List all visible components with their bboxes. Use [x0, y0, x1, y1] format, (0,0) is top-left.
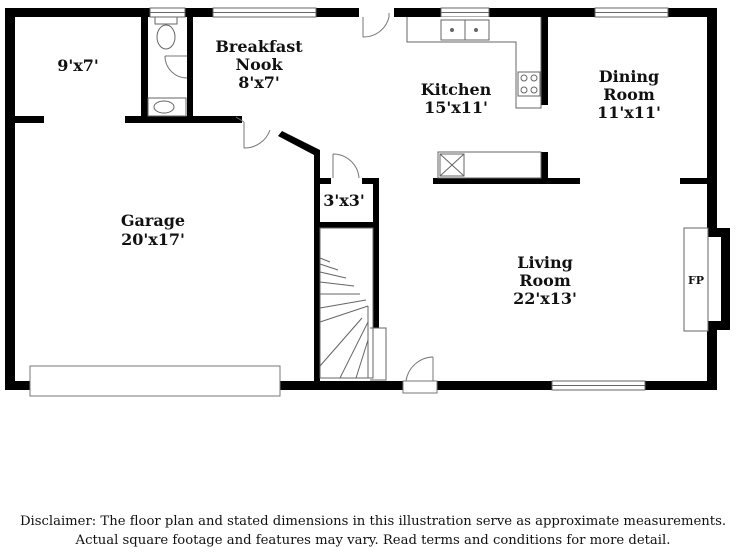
living-room-dims: 22'x13': [513, 289, 577, 308]
wall-garage-right: [314, 152, 320, 390]
garage-entry-door: [235, 116, 271, 149]
wall-peninsula: [433, 178, 580, 184]
breakfast-nook-name-2: Nook: [235, 55, 283, 74]
wall-bath-nook: [187, 8, 193, 116]
garage-dims: 20'x17': [121, 230, 185, 249]
wall-garage-top: [125, 116, 242, 123]
dining-room-dims: 11'x11': [597, 103, 661, 122]
rear-door: [362, 13, 390, 38]
closet-dims: 3'x3': [323, 191, 365, 210]
living-room-name-1: Living: [517, 253, 573, 272]
wall-closet-top-right: [362, 178, 379, 184]
wall-closet-top: [314, 178, 331, 184]
kitchen-name: Kitchen: [421, 80, 492, 99]
garage-name: Garage: [121, 211, 185, 230]
wall-9x7-bath: [141, 8, 148, 123]
front-door-gap: [403, 381, 437, 390]
left-wall: [5, 8, 15, 390]
interior-walls: [5, 8, 717, 390]
front-door: [402, 356, 438, 394]
room-9x7-dims: 9'x7': [57, 56, 99, 75]
disclaimer: Disclaimer: The floor plan and stated di…: [0, 512, 746, 550]
toilet: [154, 16, 178, 50]
windows: [149, 7, 669, 391]
bottom-wall-left: [5, 381, 30, 390]
right-wall-upper: [707, 8, 717, 232]
fireplace-bump-top: [707, 228, 729, 237]
dining-room-name-1: Dining: [599, 67, 659, 86]
stairs: [319, 227, 387, 381]
breakfast-nook-name-1: Breakfast: [215, 37, 303, 56]
peninsula-counter: [437, 151, 542, 179]
bath-sink: [147, 97, 187, 117]
wall-dining-living-stub: [680, 178, 717, 184]
closet-door: [332, 153, 360, 179]
wall-9x7-left-stub: [5, 116, 44, 123]
fireplace-hearth: [683, 227, 709, 332]
wall-kitchen-dining: [541, 8, 548, 105]
wall-closet-bottom: [314, 222, 379, 228]
fireplace-bump-side: [721, 228, 730, 330]
fireplace-label: FP: [688, 274, 704, 287]
wall-angled: [278, 131, 320, 158]
disclaimer-line-2: Actual square footage and features may v…: [75, 533, 671, 548]
fireplace-bump-bottom: [707, 321, 729, 330]
rear-door-gap: [359, 8, 394, 17]
wall-peninsula-post: [541, 152, 548, 184]
kitchen-counter: [406, 17, 542, 109]
wall-closet-right: [373, 178, 379, 328]
dining-room-name-2: Room: [603, 85, 655, 104]
disclaimer-line-1: Disclaimer: The floor plan and stated di…: [19, 514, 727, 529]
kitchen-dims: 15'x11': [424, 98, 488, 117]
bath-door: [164, 55, 188, 79]
breakfast-nook-dims: 8'x7': [238, 73, 280, 92]
living-room-name-2: Room: [519, 271, 571, 290]
right-wall-lower: [707, 322, 717, 390]
garage-door: [29, 365, 281, 397]
bottom-wall-mid: [280, 381, 403, 390]
